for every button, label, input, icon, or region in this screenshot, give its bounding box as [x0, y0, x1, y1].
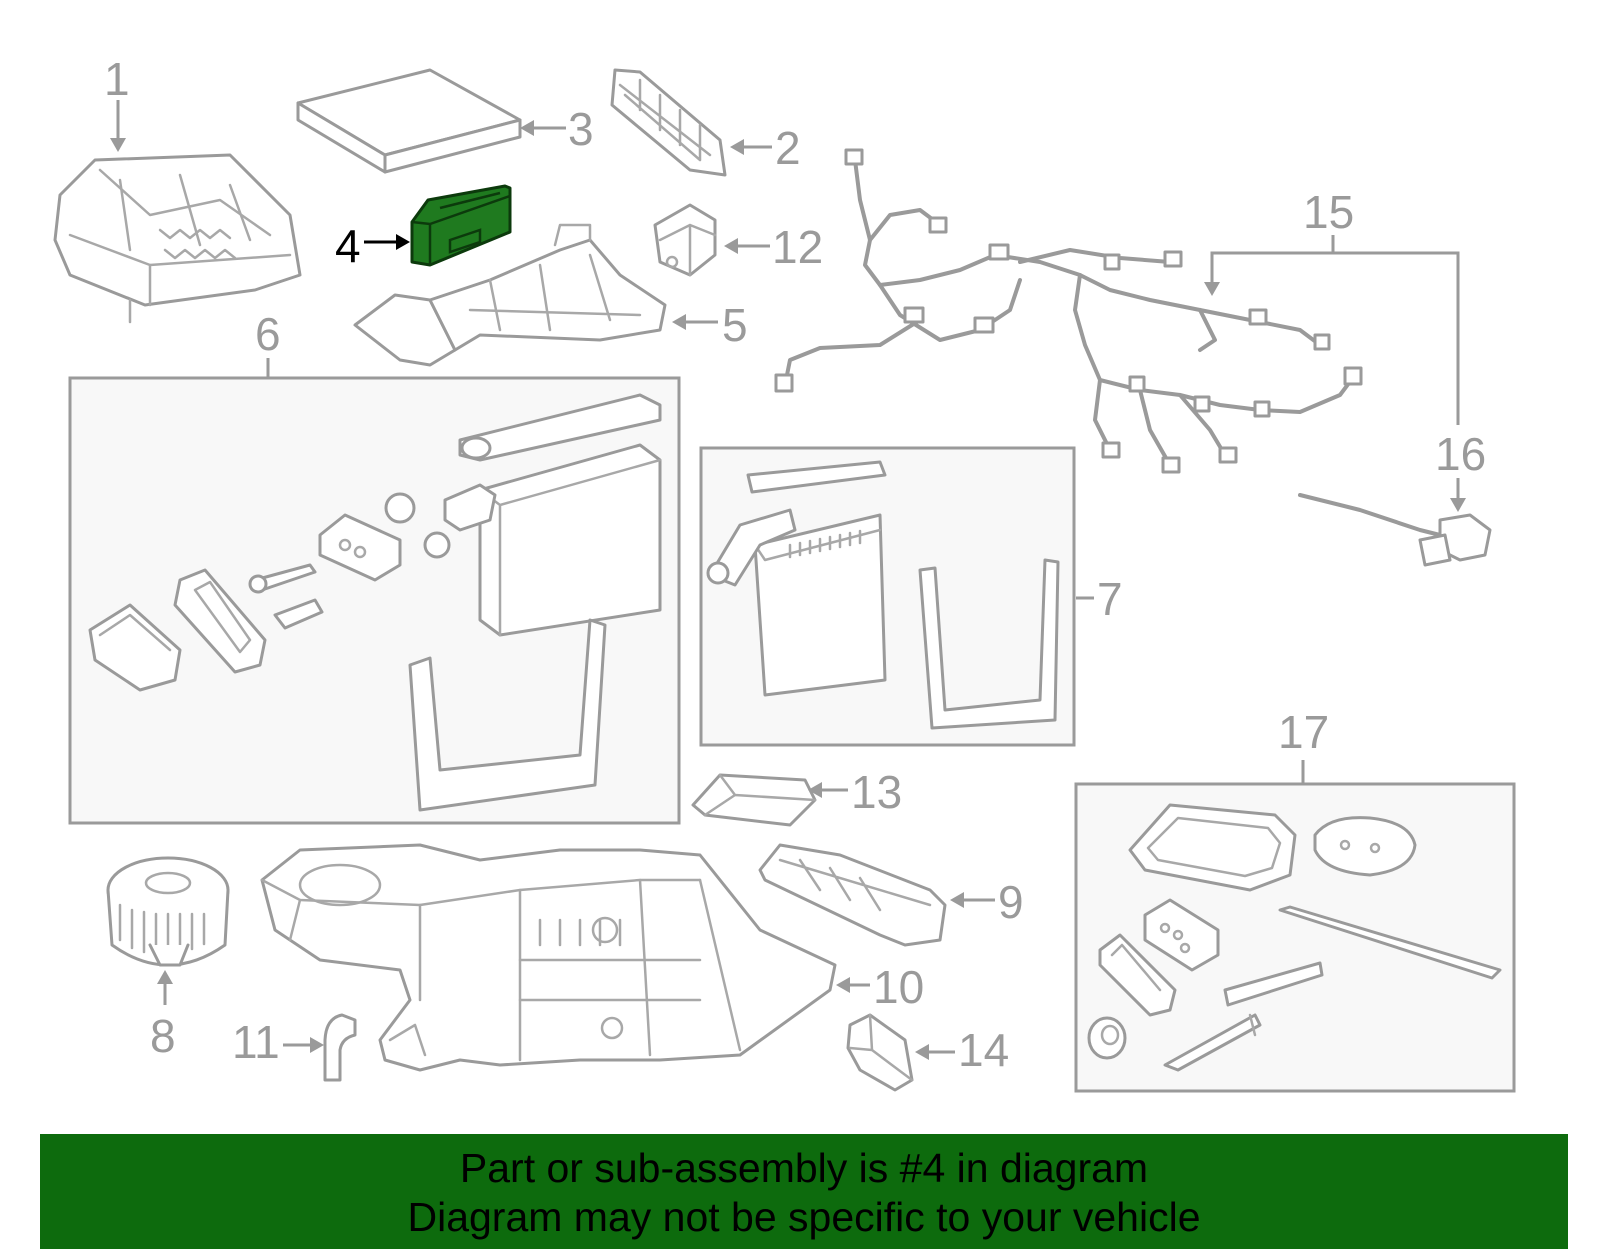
part-15-wiring-harness[interactable] [774, 148, 1363, 474]
part-10-hvac-housing[interactable] [260, 843, 837, 1072]
callout-2: 2 [775, 122, 801, 174]
part-16-sensor[interactable] [1298, 493, 1492, 567]
callout-8: 8 [150, 1010, 176, 1062]
part-14-actuator[interactable] [846, 1013, 914, 1092]
part-4-control-module[interactable] [410, 184, 512, 267]
part-9-door-assembly[interactable] [758, 843, 947, 947]
part-13-module[interactable] [691, 773, 817, 827]
callout-13: 13 [851, 766, 902, 818]
callout-5: 5 [722, 299, 748, 351]
callout-11: 11 [232, 1016, 280, 1068]
part-8-blower-motor[interactable] [106, 856, 230, 967]
part-12-actuator[interactable] [653, 203, 717, 277]
callout-17: 17 [1278, 706, 1329, 758]
callout-3: 3 [568, 103, 594, 155]
banner-line-1: Part or sub-assembly is #4 in diagram [459, 1145, 1149, 1191]
callout-1: 1 [104, 53, 130, 105]
callout-6: 6 [255, 308, 281, 360]
banner-line-2: Diagram may not be specific to your vehi… [407, 1194, 1201, 1240]
part-1-case-half[interactable] [53, 153, 302, 324]
callout-12: 12 [772, 221, 823, 273]
leader-lines [110, 100, 1466, 1060]
info-banner: Part or sub-assembly is #4 in diagram Di… [40, 1134, 1568, 1249]
part-5-duct[interactable] [353, 223, 667, 367]
part-7-heater-core-kit[interactable] [706, 460, 1060, 730]
callout-numbers: 1 2 3 4 5 6 7 8 9 10 11 12 13 14 15 16 1… [104, 53, 1486, 1076]
callout-10: 10 [873, 961, 924, 1013]
callout-9: 9 [998, 876, 1024, 928]
part-3-cabin-filter[interactable] [296, 68, 522, 174]
callout-14: 14 [958, 1024, 1009, 1076]
callout-4: 4 [335, 220, 361, 272]
part-2-vent-grille[interactable] [610, 68, 727, 177]
callout-16: 16 [1435, 428, 1486, 480]
callout-15: 15 [1303, 186, 1354, 238]
part-11-drain-hose[interactable] [323, 1013, 357, 1082]
part-6-evaporator-kit[interactable] [88, 393, 662, 812]
callout-7: 7 [1097, 573, 1123, 625]
part-17-seal-kit[interactable] [1087, 803, 1502, 1072]
part-17-kit-box [1074, 782, 1516, 1093]
